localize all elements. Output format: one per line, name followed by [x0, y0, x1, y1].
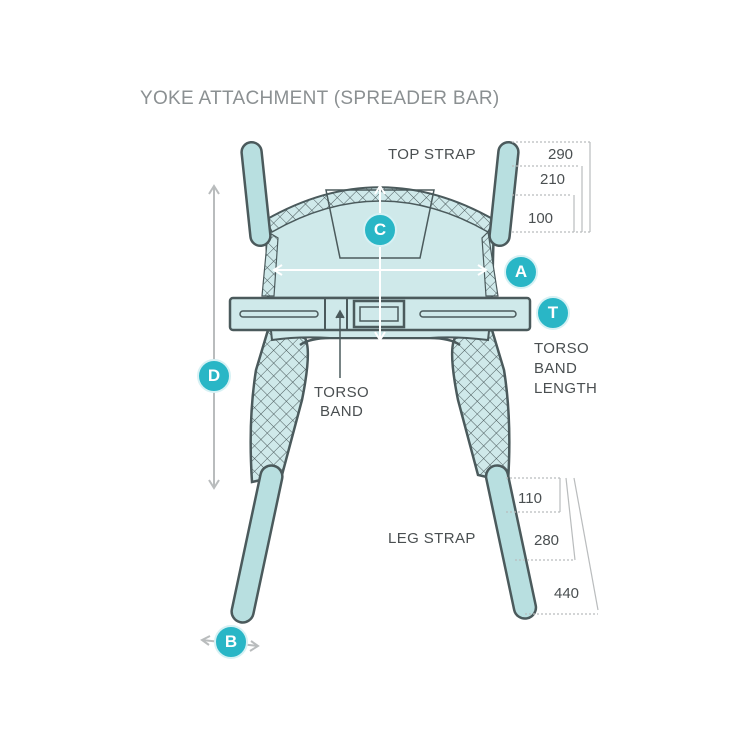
leg-strap-280: 280 [534, 532, 560, 549]
torso-band-label-1: TORSO [314, 384, 370, 401]
top-strap-100: 100 [528, 210, 554, 227]
leg-strap-440: 440 [554, 585, 580, 602]
right-top-strap [488, 140, 520, 248]
top-strap-210: 210 [540, 171, 566, 188]
torso-band-length-label-2: BAND [534, 360, 578, 377]
top-strap-290: 290 [548, 146, 574, 163]
torso-band-slot-right [419, 310, 517, 318]
head-panel [325, 189, 435, 259]
left-leg-strap [230, 464, 284, 624]
right-leg-strap [484, 464, 538, 620]
torso-band-label-2: BAND [320, 403, 364, 420]
leg-strap-110: 110 [518, 490, 542, 507]
left-top-strap [240, 140, 272, 248]
badge-c: C [363, 213, 397, 247]
badge-a: A [504, 255, 538, 289]
right-side-mesh [481, 230, 499, 297]
top-strap-label: TOP STRAP [388, 146, 477, 163]
badge-d: D [197, 359, 231, 393]
left-side-mesh [261, 230, 279, 297]
torso-band-slot-left [239, 310, 319, 318]
badge-b: B [214, 625, 248, 659]
torso-band-length-label-3: LENGTH [534, 380, 598, 397]
torso-band-length-label-1: TORSO [534, 340, 590, 357]
diagram-title: YOKE ATTACHMENT (SPREADER BAR) [140, 88, 500, 109]
torso-band-buckle-left [324, 297, 348, 331]
top-strap-scale [512, 141, 591, 233]
leg-strap-scale [506, 477, 599, 615]
leg-strap-label: LEG STRAP [388, 530, 476, 547]
left-leg-section [249, 328, 310, 484]
badge-t: T [536, 296, 570, 330]
right-leg-section [450, 328, 511, 484]
